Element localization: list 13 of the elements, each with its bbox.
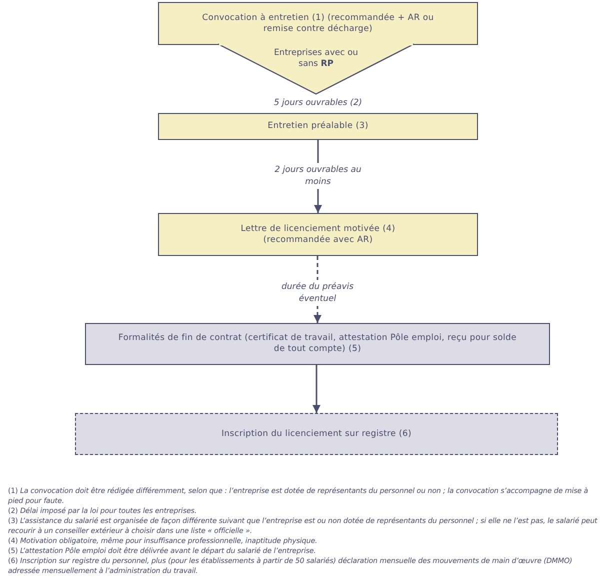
process-box (85, 323, 550, 365)
process-box (158, 213, 478, 256)
box-text: Formalités de fin de contrat (certificat de travail, attestation Pôle emploi, reçu pour solde de tout compte) (5) (117, 333, 518, 355)
box-text: Lettre de licenciement motivée (4) (recommandée avec AR) (240, 224, 396, 246)
triangle-text: Entreprises avec ou sans RP (272, 48, 360, 70)
process-box (158, 113, 478, 140)
arrow (312, 365, 320, 413)
process-box (75, 413, 558, 455)
delay-label: 5 jours ouvrables (2) (274, 97, 362, 109)
box-text: Convocation à entretien (1) (recommandée + AR ou remise contre décharge) (201, 12, 435, 34)
box-text: Entretien préalable (3) (268, 121, 368, 132)
box-text: Inscription du licenciement sur registre (6) (221, 428, 412, 440)
process-box (158, 2, 478, 45)
